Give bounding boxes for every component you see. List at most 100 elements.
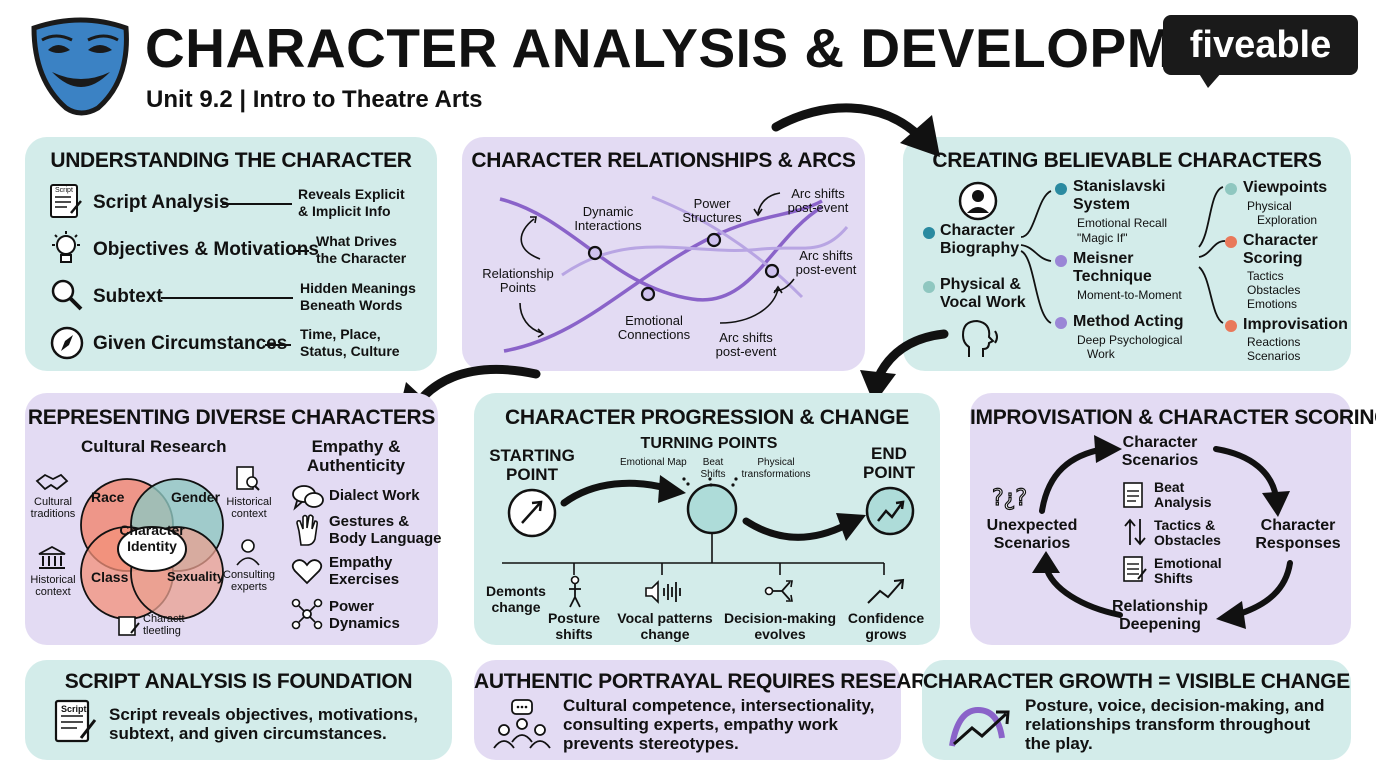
panel-title: UNDERSTANDING THE CHARACTER bbox=[50, 149, 412, 172]
stage-label: TURNING POINTS bbox=[640, 435, 778, 452]
summary-text: prevents stereotypes. bbox=[563, 734, 739, 753]
method-label: Biography bbox=[940, 240, 1020, 257]
head-voice-icon bbox=[961, 319, 998, 357]
score-item: Emotional bbox=[1154, 555, 1222, 571]
method-label: Meisner bbox=[1073, 250, 1134, 267]
trend-up-icon bbox=[867, 578, 905, 604]
method-label: Scoring bbox=[1243, 250, 1303, 267]
outcome-label: change bbox=[640, 626, 690, 642]
method-label: Physical & bbox=[940, 276, 1021, 293]
venn-label: Class bbox=[91, 569, 129, 585]
method-sub: Physical bbox=[1247, 199, 1292, 213]
arc-label: Arc shifts bbox=[799, 248, 853, 263]
row-desc: Status, Culture bbox=[300, 343, 400, 359]
bullet-dot bbox=[923, 281, 935, 293]
side-label: Historical bbox=[226, 496, 272, 508]
venn-label: Sexuality bbox=[167, 569, 225, 584]
flow-arrow-icon bbox=[771, 103, 940, 157]
summary-text: consulting experts, empathy work bbox=[563, 715, 838, 734]
cycle-label: Character bbox=[1122, 434, 1198, 451]
page-subtitle: Unit 9.2 | Intro to Theatre Arts bbox=[146, 86, 483, 113]
turning-sub: Emotional Map bbox=[620, 457, 687, 468]
bullet-dot bbox=[1225, 236, 1237, 248]
method-label: Method Acting bbox=[1073, 313, 1184, 330]
arc-label: post-event bbox=[787, 200, 849, 215]
stage-label: POINT bbox=[506, 465, 558, 484]
row-desc: Reveals Explicit bbox=[298, 186, 405, 202]
side-label: tleetling bbox=[143, 625, 181, 637]
side-label: experts bbox=[230, 581, 268, 593]
bullet-dot bbox=[1055, 183, 1067, 195]
arc-label: Arc shifts bbox=[719, 330, 773, 345]
panel-title: IMPROVISATION & CHARACTER SCORING bbox=[970, 406, 1376, 429]
handshake-icon bbox=[35, 473, 69, 491]
venn-label: Gender bbox=[171, 489, 221, 505]
arc-label: post-event bbox=[715, 344, 777, 359]
method-sub: Deep Psychological bbox=[1077, 333, 1183, 347]
row-desc: the Character bbox=[316, 250, 407, 266]
stage-label: STARTING bbox=[489, 446, 575, 465]
person-icon bbox=[958, 181, 998, 221]
row-label: Objectives & Motivations bbox=[93, 239, 319, 260]
side-label: context bbox=[231, 508, 267, 520]
side-label: Charactt bbox=[143, 613, 185, 625]
bullet-dot bbox=[1225, 320, 1237, 332]
row-connector bbox=[161, 297, 293, 299]
question-marks-icon: ?¿? bbox=[991, 485, 1027, 511]
outcome-label: Confidence bbox=[847, 610, 925, 626]
score-item: Tactics & bbox=[1154, 517, 1216, 533]
cycle-label: Scenarios bbox=[993, 535, 1071, 552]
score-item: Shifts bbox=[1154, 570, 1193, 586]
growth-arc-icon bbox=[949, 706, 1010, 747]
side-label: Historical bbox=[30, 574, 76, 586]
empathy-item: Body Language bbox=[329, 530, 442, 547]
stage-label: END bbox=[871, 444, 907, 463]
panel-title: REPRESENTING DIVERSE CHARACTERS bbox=[27, 406, 436, 429]
outcome-intro: Demonts bbox=[486, 583, 546, 599]
arc-label: Emotional bbox=[625, 313, 683, 328]
heart-hands-icon bbox=[291, 559, 323, 585]
script-icon-text: Script bbox=[55, 187, 73, 194]
arc-label: Relationship bbox=[482, 266, 554, 281]
cycle-label: Relationship bbox=[1111, 598, 1208, 615]
identity-venn bbox=[80, 478, 224, 620]
lightbulb-icon bbox=[52, 231, 80, 263]
stage-label: POINT bbox=[863, 463, 915, 482]
method-sub: Reactions bbox=[1247, 335, 1301, 349]
branch-icon bbox=[764, 580, 793, 602]
method-sub: Tactics bbox=[1247, 269, 1284, 283]
outcome-label: evolves bbox=[754, 626, 806, 642]
method-sub: Work bbox=[1087, 347, 1115, 361]
row-desc: Time, Place, bbox=[300, 326, 381, 342]
section-label: Authenticity bbox=[306, 456, 406, 475]
method-sub: Scenarios bbox=[1247, 349, 1301, 363]
progression-flow bbox=[502, 475, 915, 575]
empathy-item: Gestures & bbox=[329, 513, 410, 530]
empathy-item: Empathy bbox=[329, 554, 393, 571]
summary-title: CHARACTER GROWTH = VISIBLE CHANGE bbox=[922, 670, 1351, 693]
improv-panel: IMPROVISATION & CHARACTER SCORING Charac… bbox=[970, 393, 1376, 645]
method-sub: "Magic If" bbox=[1077, 231, 1128, 245]
section-label: Cultural Research bbox=[81, 437, 227, 456]
score-item: Beat bbox=[1154, 479, 1185, 495]
fiveable-logo[interactable]: fiveable bbox=[1163, 15, 1358, 75]
diverse-panel: REPRESENTING DIVERSE CHARACTERS Cultural… bbox=[25, 393, 442, 645]
notes-icon bbox=[1123, 556, 1147, 582]
up-down-arrows-icon bbox=[1124, 518, 1146, 546]
expert-icon bbox=[236, 539, 260, 566]
bullet-dot bbox=[1055, 255, 1067, 267]
method-label: Technique bbox=[1073, 268, 1152, 285]
summary-text: Posture, voice, decision-making, and bbox=[1025, 696, 1325, 715]
notebook-icon bbox=[118, 616, 140, 636]
script-icon bbox=[54, 699, 97, 743]
arc-label: Points bbox=[499, 280, 537, 295]
network-icon bbox=[291, 598, 323, 630]
method-label: System bbox=[1073, 196, 1130, 213]
speech-bubbles-icon bbox=[292, 485, 324, 511]
flow-arrow-icon bbox=[860, 329, 949, 404]
soundwave-icon bbox=[645, 580, 681, 604]
method-label: Character bbox=[1243, 232, 1318, 249]
row-label: Script Analysis bbox=[93, 192, 230, 213]
method-sub: Emotional Recall bbox=[1077, 216, 1168, 230]
venn-label: Race bbox=[91, 489, 125, 505]
